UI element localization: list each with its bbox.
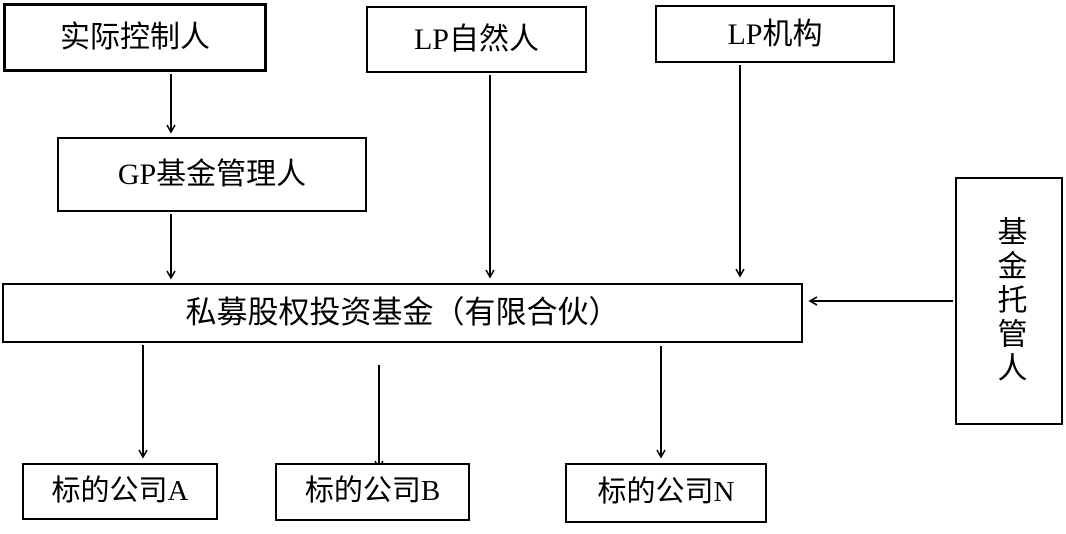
node-target-company-b: 标的公司B bbox=[275, 463, 470, 521]
node-lp-natural-person: LP自然人 bbox=[366, 6, 587, 73]
node-target-company-a: 标的公司A bbox=[22, 463, 218, 520]
node-target-company-n: 标的公司N bbox=[565, 463, 767, 523]
node-custodian: 基金托管人 bbox=[955, 177, 1063, 425]
node-lp-institution: LP机构 bbox=[655, 5, 895, 63]
node-actual-controller: 实际控制人 bbox=[3, 3, 267, 72]
node-gp-manager: GP基金管理人 bbox=[57, 137, 367, 212]
node-fund: 私募股权投资基金（有限合伙） bbox=[2, 283, 803, 343]
